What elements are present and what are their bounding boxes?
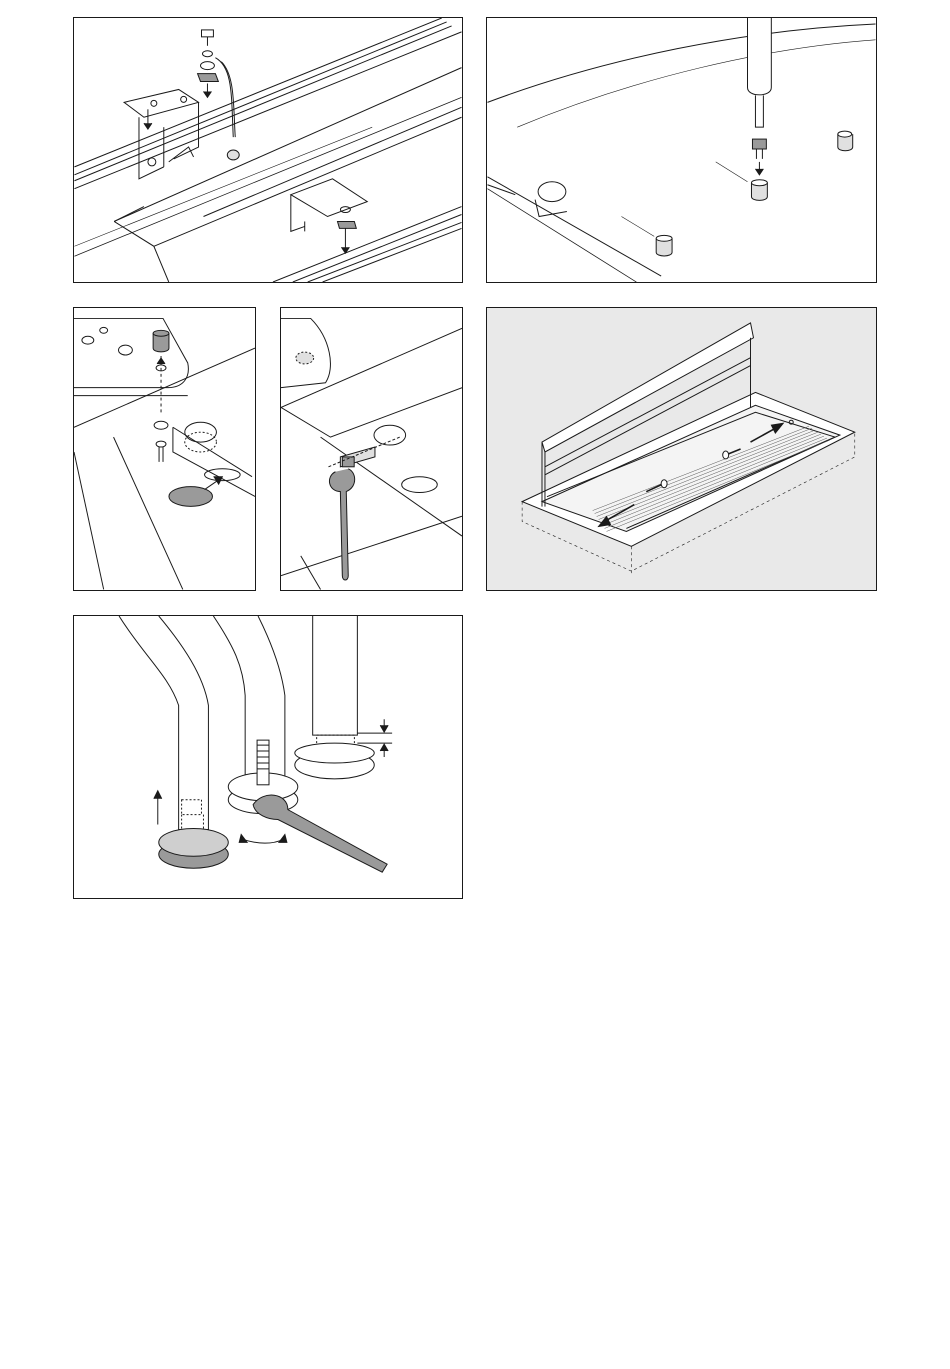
plate-insert-illustration — [74, 308, 255, 590]
washer-icon — [201, 62, 215, 70]
arrow-up-icon — [154, 791, 162, 825]
insert-icon — [153, 330, 169, 352]
panel-plate-insert — [73, 307, 256, 591]
bracket-icon — [291, 179, 367, 253]
washer-icon — [154, 421, 168, 429]
washer-icon — [202, 51, 212, 57]
leg-glides-illustration — [74, 616, 462, 898]
bracket-mounting-illustration — [74, 18, 462, 282]
nut-icon — [227, 150, 239, 160]
wrench-tighten-illustration — [281, 308, 462, 590]
panel-wrench-tighten — [280, 307, 463, 591]
leg-icon — [213, 616, 284, 780]
grommet-icon — [169, 422, 240, 506]
panel-bracket-mounting — [73, 17, 463, 283]
cable-tray-illustration — [487, 308, 876, 590]
threaded-insert-icon — [838, 131, 853, 151]
screw-icon — [156, 441, 166, 462]
panel-tabletop-inserts — [486, 17, 877, 283]
foot-glide-icon — [295, 743, 374, 779]
bolt-icon — [752, 139, 766, 175]
rail-icon — [74, 127, 461, 282]
threaded-insert-icon — [621, 216, 672, 255]
wrench-icon — [253, 795, 387, 872]
screwdriver-icon — [748, 18, 772, 127]
arrow-icon — [205, 477, 223, 490]
rotate-arrow-icon — [239, 834, 287, 843]
tabletop-inserts-illustration — [487, 18, 876, 282]
panel-leg-glides — [73, 615, 463, 899]
grommet-icon — [374, 425, 437, 492]
nut-icon — [198, 74, 219, 82]
plate-icon — [74, 318, 188, 387]
leg-icon — [119, 616, 208, 829]
leg-icon — [313, 616, 358, 749]
wrench-icon — [329, 469, 354, 580]
panel-cable-tray — [486, 307, 877, 591]
cable-tray-icon — [522, 323, 855, 576]
plate-icon — [281, 318, 330, 387]
cutout-icon — [535, 182, 567, 217]
tabletop-icon — [487, 24, 875, 102]
screw-icon — [202, 30, 214, 46]
